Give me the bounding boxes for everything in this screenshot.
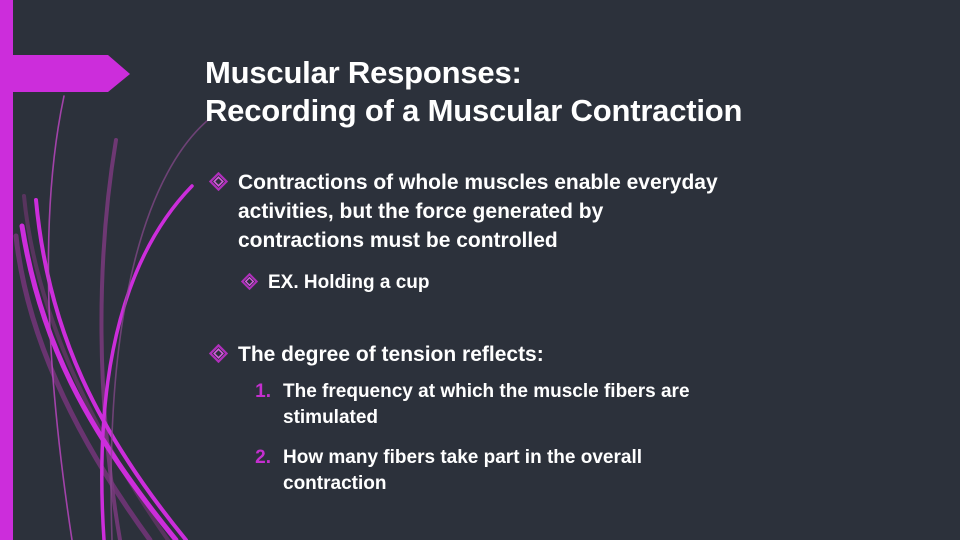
numbered-item: 1. The frequency at which the muscle fib… [205, 379, 905, 431]
numbered-line: contraction [205, 471, 905, 497]
bullet-text: activities, but the force generated by [238, 200, 604, 223]
spacer [205, 369, 905, 379]
swoosh-dark-2 [22, 194, 170, 540]
left-accent-bar [0, 0, 13, 540]
bullet-text: EX. Holding a cup [268, 272, 430, 293]
swoosh-bright-1 [19, 223, 179, 540]
numbered-line: 2. How many fibers take part in the over… [205, 445, 905, 471]
decorative-left-graphic [0, 0, 209, 540]
bullet-line: Contractions of whole muscles enable eve… [205, 168, 905, 197]
bullet-text: contractions must be controlled [238, 229, 558, 252]
bullet-line: activities, but the force generated by [205, 197, 905, 226]
list-number: 2. [255, 447, 271, 468]
list-number: 1. [255, 381, 271, 402]
diamond-bullet-icon [209, 344, 228, 363]
numbered-text: stimulated [283, 407, 379, 428]
spacer [205, 296, 905, 340]
slide-content: Muscular Responses: Recording of a Muscu… [205, 0, 905, 540]
diamond-bullet-icon [241, 273, 260, 292]
title-line-2: Recording of a Muscular Contraction [205, 93, 743, 128]
bullet-text: Contractions of whole muscles enable eve… [238, 171, 718, 194]
sub-bullet-item: EX. Holding a cup [205, 269, 905, 296]
swoosh-bright-2 [34, 198, 188, 540]
magenta-arrow-banner [0, 55, 130, 92]
bullet-text: The degree of tension reflects: [238, 343, 544, 366]
bullet-line: EX. Holding a cup [205, 269, 905, 296]
swoosh-thin-1 [47, 95, 73, 540]
bullet-line: The degree of tension reflects: [205, 340, 905, 369]
page-title: Muscular Responses: Recording of a Muscu… [205, 54, 905, 130]
diamond-bullet-icon [209, 172, 228, 191]
numbered-item: 2. How many fibers take part in the over… [205, 445, 905, 497]
numbered-text: How many fibers take part in the overall [283, 447, 642, 468]
spacer [205, 255, 905, 269]
swoosh-thin-2 [110, 119, 209, 540]
body-content: Contractions of whole muscles enable eve… [205, 168, 905, 497]
swoosh-dark-3 [99, 138, 122, 540]
title-line-1: Muscular Responses: [205, 55, 522, 90]
spacer [205, 431, 905, 445]
numbered-text: The frequency at which the muscle fibers… [283, 381, 690, 402]
swoosh-bright-3 [100, 184, 194, 540]
numbered-text: contraction [283, 473, 387, 494]
numbered-line: 1. The frequency at which the muscle fib… [205, 379, 905, 405]
swoosh-dark-1 [13, 233, 153, 540]
numbered-line: stimulated [205, 405, 905, 431]
bullet-item: The degree of tension reflects: [205, 340, 905, 369]
bullet-item: Contractions of whole muscles enable eve… [205, 168, 905, 255]
bullet-line: contractions must be controlled [205, 226, 905, 255]
